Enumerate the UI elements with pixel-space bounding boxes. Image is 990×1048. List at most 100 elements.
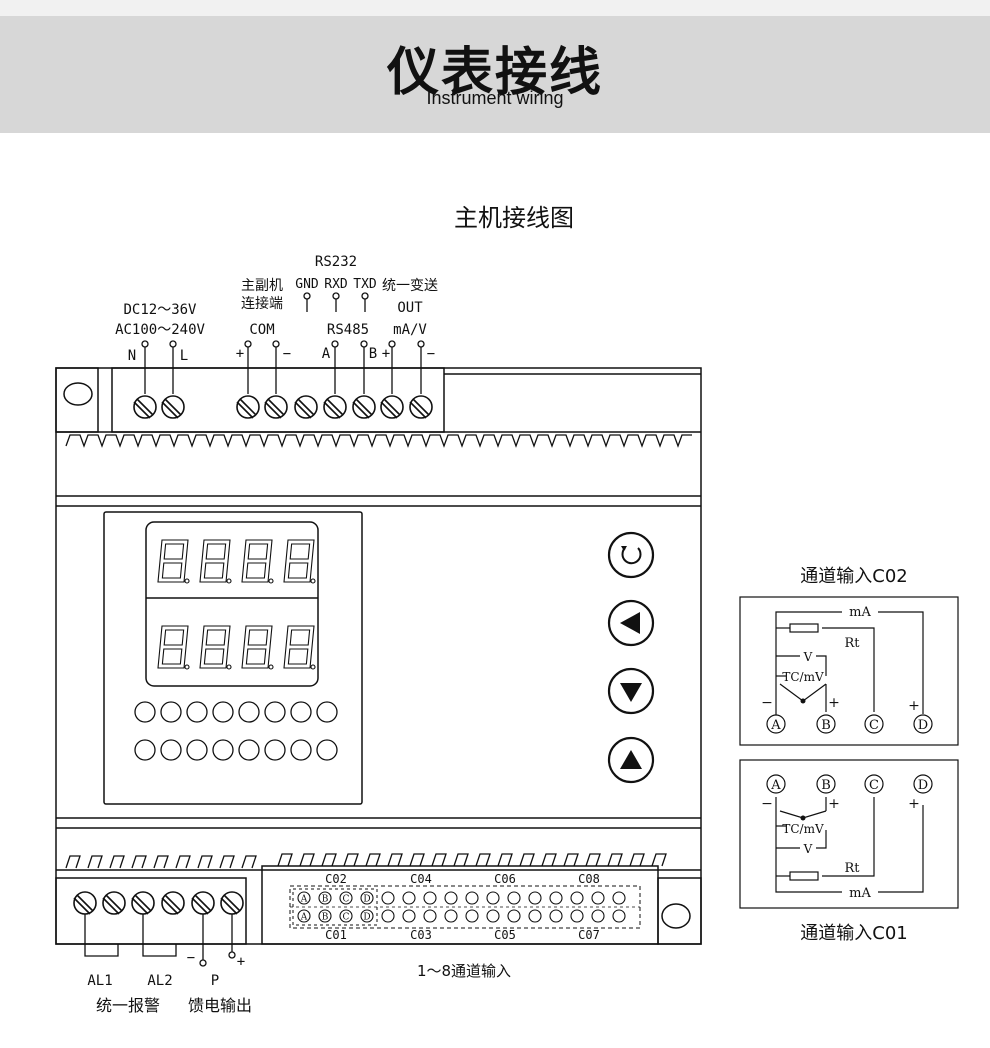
seven-segment-digit xyxy=(241,625,274,670)
channel-terminal xyxy=(507,909,521,923)
indicator-led xyxy=(290,739,312,761)
channel-terminal-letter: C xyxy=(343,895,350,905)
inset-c02-minus: − xyxy=(761,695,773,711)
rs232-rxd: RXD xyxy=(324,277,348,292)
inset-c02-v: V xyxy=(803,650,813,664)
inset-terminal xyxy=(766,714,786,734)
header-band xyxy=(0,16,990,133)
out-label: OUT xyxy=(397,300,423,316)
top-band xyxy=(0,0,990,16)
com-desc-2: 连接端 xyxy=(241,295,283,312)
channel-terminal xyxy=(423,909,437,923)
indicator-led xyxy=(212,701,234,723)
inset-c01-rt: Rt xyxy=(844,861,860,876)
inset-c02-junction xyxy=(800,698,806,704)
arrow-up-icon xyxy=(620,750,642,769)
inset-c01-title: 通道输入C01 xyxy=(800,923,907,944)
page-subtitle: Instrument wiring xyxy=(426,88,564,108)
indicator-led xyxy=(316,701,338,723)
channel-terminal xyxy=(402,891,416,905)
inset-terminal-letter: D xyxy=(918,778,928,793)
inset-c01-minus: − xyxy=(761,796,773,812)
inset-c01-ma: mA xyxy=(849,886,871,901)
inset-c02-plus-d: + xyxy=(908,698,920,714)
inset-terminal-letter: B xyxy=(821,718,831,733)
indicator-led xyxy=(160,701,182,723)
com-desc-1: 主副机 xyxy=(241,278,283,294)
inset-c02-tc: TC/mV xyxy=(782,670,824,684)
channel-terminal xyxy=(528,909,542,923)
bottom-vent-fins xyxy=(65,853,667,869)
down-button[interactable] xyxy=(607,667,655,715)
inset-c02-ma: mA xyxy=(849,605,871,620)
inset-terminal-letter: A xyxy=(770,718,781,733)
up-button[interactable] xyxy=(607,736,655,784)
seven-segment-digit xyxy=(199,539,232,584)
inset-terminal-letter: C xyxy=(869,718,879,733)
channel-terminal-letter: D xyxy=(363,913,370,923)
channel-terminal xyxy=(444,891,458,905)
channel-terminal xyxy=(360,909,374,923)
channel-terminal xyxy=(402,909,416,923)
indicator-led xyxy=(316,739,338,761)
channel-terminal xyxy=(360,891,374,905)
inset-c02-plus: + xyxy=(828,695,840,711)
indicator-led xyxy=(238,701,260,723)
inset-terminal xyxy=(766,774,786,794)
inset-terminal-letter: C xyxy=(869,778,879,793)
out-desc: 统一变送 xyxy=(382,278,438,294)
com-plus: + xyxy=(236,346,244,362)
seven-segment-displays xyxy=(157,539,316,670)
indicator-led xyxy=(134,701,156,723)
inset-c02-title: 通道输入C02 xyxy=(800,566,907,587)
rs485-b: B xyxy=(369,346,377,362)
feed-label: 馈电输出 xyxy=(188,996,252,1015)
rs485-a: A xyxy=(322,346,331,362)
inset-terminal-letter: D xyxy=(918,718,928,733)
channel-terminal xyxy=(591,891,605,905)
power-n-label: N xyxy=(128,348,136,364)
channel-terminal xyxy=(591,909,605,923)
channel-terminal-letter: B xyxy=(322,913,329,923)
channel-terminal-letter: A xyxy=(300,913,308,923)
inset-c01-junction xyxy=(800,815,806,821)
inset-terminal xyxy=(913,774,933,794)
channel-c04: C04 xyxy=(410,872,432,886)
rs485-label: RS485 xyxy=(327,322,369,338)
channel-terminal xyxy=(381,891,395,905)
alarm-label: 统一报警 xyxy=(96,996,160,1015)
seven-segment-digit xyxy=(157,539,190,584)
indicator-led xyxy=(160,739,182,761)
rs232-label: RS232 xyxy=(315,254,357,270)
channel-terminal xyxy=(423,891,437,905)
channel-terminal xyxy=(570,909,584,923)
indicator-leds xyxy=(134,701,338,761)
left-button[interactable] xyxy=(607,599,655,647)
seven-segment-digit xyxy=(157,625,190,670)
inset-c01-tc: TC/mV xyxy=(782,822,824,836)
channel-terminal xyxy=(486,909,500,923)
channel-terminal-letter: A xyxy=(300,895,308,905)
channel-c06: C06 xyxy=(494,872,516,886)
device-body xyxy=(55,367,702,945)
channel-terminal xyxy=(318,909,332,923)
set-button[interactable] xyxy=(607,531,655,579)
inset-c02 xyxy=(739,596,959,746)
inset-c01-v: V xyxy=(803,842,813,856)
top-leads xyxy=(141,292,425,394)
channel-terminal xyxy=(381,909,395,923)
channel-terminal-letter: C xyxy=(343,913,350,923)
channel-c03: C03 xyxy=(410,928,432,942)
channel-terminal xyxy=(570,891,584,905)
channel-c07: C07 xyxy=(578,928,600,942)
inset-c01-plus-d: + xyxy=(908,796,920,812)
rs232-gnd: GND xyxy=(295,277,319,292)
channel-terminal xyxy=(612,909,626,923)
com-minus: − xyxy=(283,346,291,362)
indicator-led xyxy=(186,739,208,761)
channel-caption: 1～8通道输入 xyxy=(417,962,511,980)
page-title: 仪表接线 xyxy=(386,43,603,103)
channel-terminal xyxy=(297,891,311,905)
